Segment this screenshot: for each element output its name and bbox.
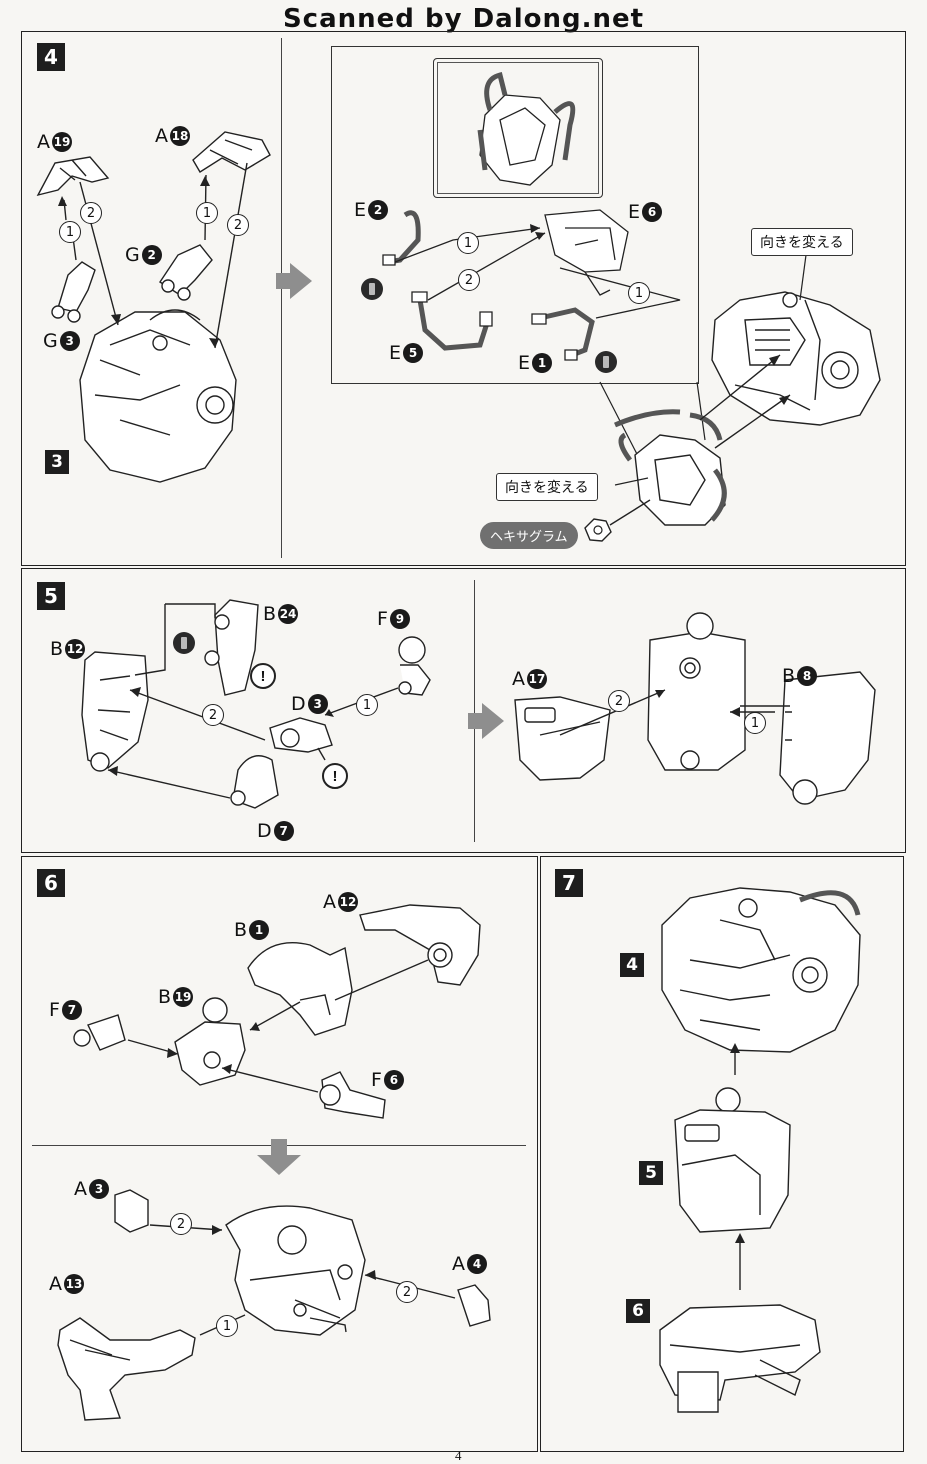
seq-1: 1 xyxy=(744,712,766,734)
warning-icon: ! xyxy=(322,763,348,789)
cut-gate-icon xyxy=(173,632,195,654)
step-5-illustration xyxy=(0,0,927,860)
change-direction-note: 向きを変える xyxy=(496,473,598,501)
step-7-badge: 7 xyxy=(555,869,583,897)
seq-1: 1 xyxy=(196,202,218,224)
ref-badge-4: 4 xyxy=(620,953,644,977)
hexagram-label: ヘキサグラム xyxy=(480,522,578,549)
ref-badge-3: 3 xyxy=(45,450,69,474)
step-5-panel xyxy=(21,568,906,853)
step-arrow-down xyxy=(257,1139,301,1175)
ref-badge-6: 6 xyxy=(626,1299,650,1323)
seq-2: 2 xyxy=(227,214,249,236)
step-5-divider xyxy=(474,580,475,842)
step-arrow-right xyxy=(276,263,312,299)
step-4-illustration xyxy=(0,0,927,580)
step-6-badge: 6 xyxy=(37,869,65,897)
cut-gate-icon xyxy=(361,278,383,300)
step-4-inset-box xyxy=(331,46,699,384)
step-7-panel xyxy=(540,856,904,1452)
scan-credit: Scanned by Dalong.net xyxy=(282,4,645,34)
seq-1: 1 xyxy=(628,282,650,304)
step-4-badge: 4 xyxy=(37,43,65,71)
step-4-preview-box xyxy=(433,58,603,198)
step-5-badge: 5 xyxy=(37,582,65,610)
seq-2: 2 xyxy=(170,1213,192,1235)
page-number: 4 xyxy=(455,1448,462,1463)
seq-2: 2 xyxy=(202,704,224,726)
seq-1: 1 xyxy=(59,221,81,243)
seq-2: 2 xyxy=(608,690,630,712)
step-6-panel xyxy=(21,856,538,1452)
ref-badge-5: 5 xyxy=(639,1161,663,1185)
change-direction-note: 向きを変える xyxy=(751,228,853,256)
seq-1: 1 xyxy=(457,232,479,254)
step-4-divider xyxy=(281,38,282,558)
seq-1: 1 xyxy=(356,694,378,716)
seq-1: 1 xyxy=(216,1315,238,1337)
cut-gate-icon xyxy=(595,351,617,373)
step-arrow-right xyxy=(468,703,504,739)
warning-icon: ! xyxy=(250,663,276,689)
seq-2: 2 xyxy=(80,202,102,224)
step-4-panel xyxy=(21,31,906,566)
seq-2: 2 xyxy=(396,1281,418,1303)
seq-2: 2 xyxy=(458,269,480,291)
